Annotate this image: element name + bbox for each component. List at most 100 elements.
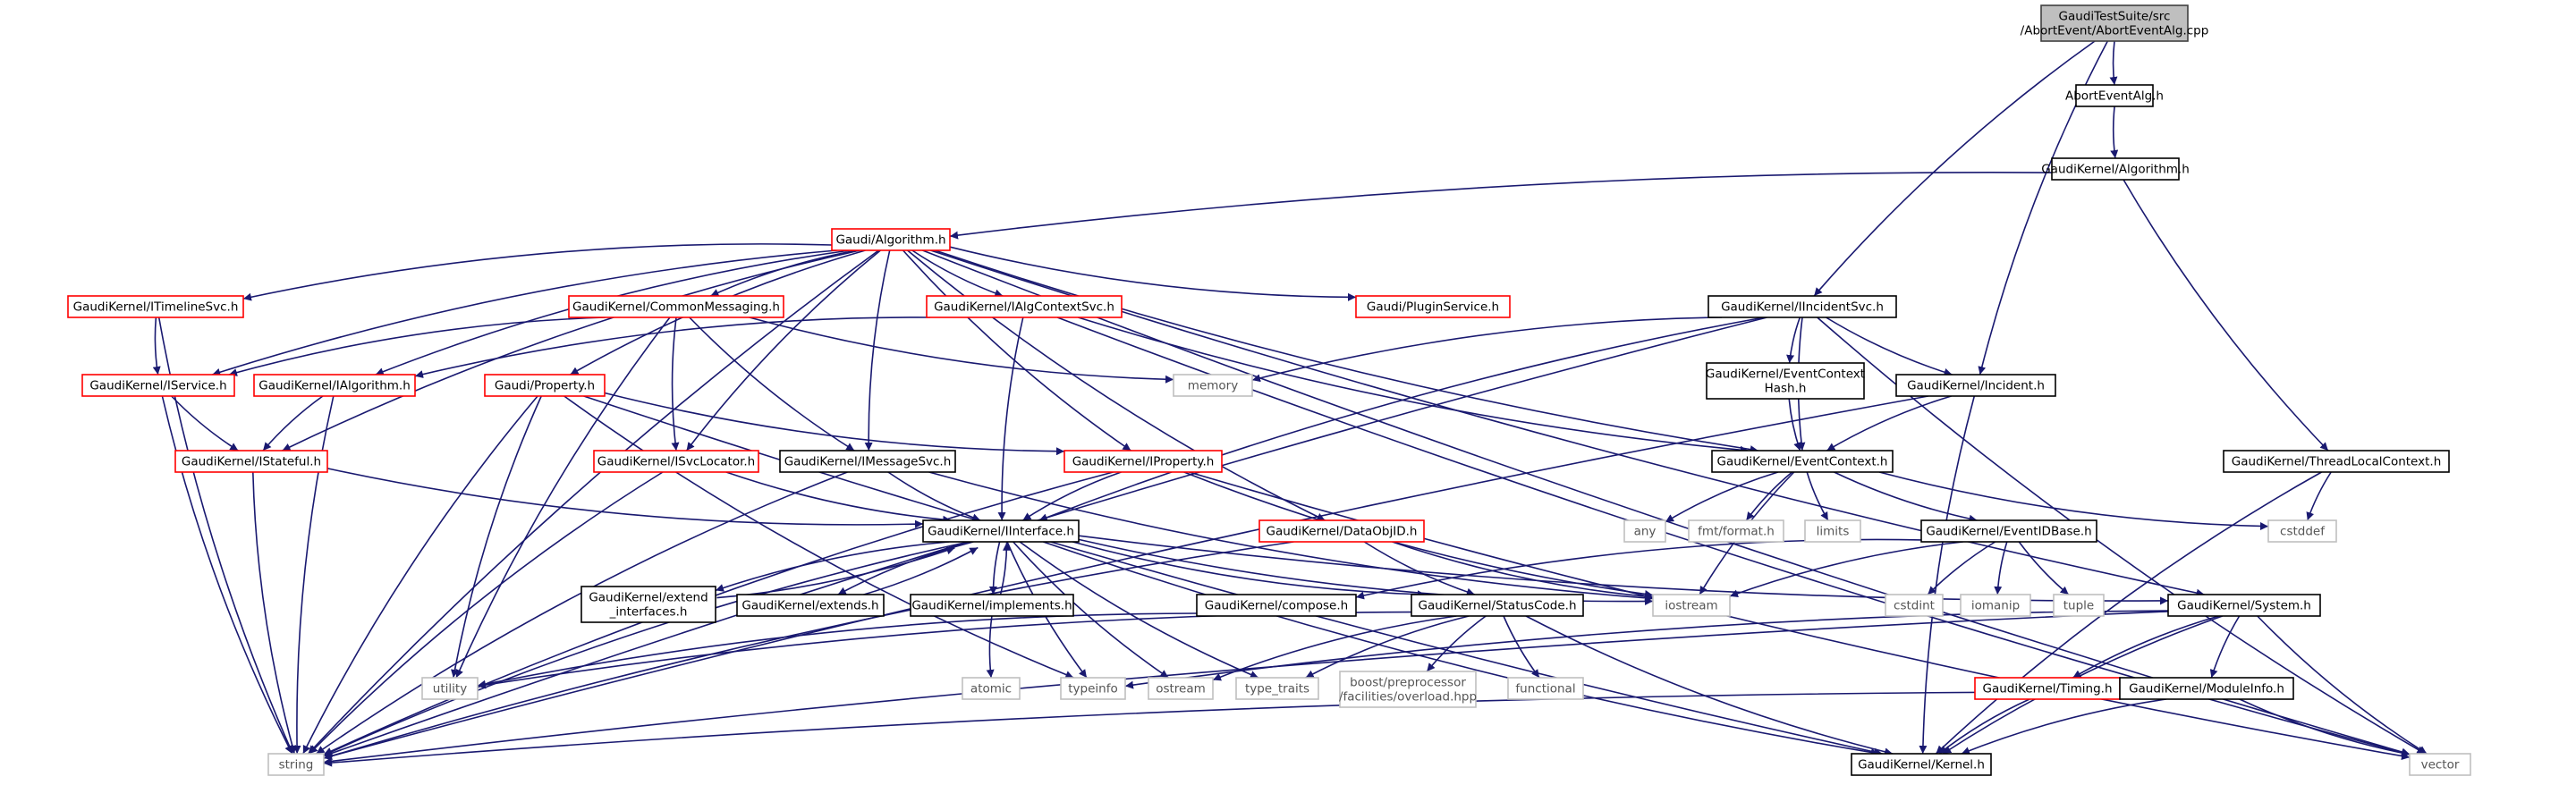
node-statuscode[interactable]: GaudiKernel/StatusCode.h — [1411, 594, 1584, 617]
edge-property-to-typeinfo — [564, 395, 1074, 679]
node-system[interactable]: GaudiKernel/System.h — [2167, 594, 2321, 617]
node-box-extends[interactable] — [736, 594, 885, 617]
edge-moduleinfo-to-vector — [2239, 698, 2411, 757]
edge-isvcloc-to-string — [309, 471, 664, 755]
node-box-iincident[interactable] — [1707, 295, 1897, 318]
node-moduleinfo[interactable]: GaudiKernel/ModuleInfo.h — [2119, 677, 2294, 700]
node-iinterface[interactable]: GaudiKernel/IInterface.h — [922, 519, 1080, 543]
edge-system-to-timing — [2072, 615, 2219, 679]
node-box-tlctx[interactable] — [2223, 450, 2450, 473]
edge-extendif-to-iinterface — [716, 546, 955, 599]
edge-property-to-string — [302, 395, 538, 755]
node-box-statuscode[interactable] — [1411, 594, 1584, 617]
node-label-evctxhash: Hash.h — [1765, 382, 1807, 396]
node-box-iinterface[interactable] — [922, 519, 1080, 543]
node-box-istateful[interactable] — [174, 450, 328, 473]
node-dataobjid[interactable]: GaudiKernel/DataObjID.h — [1258, 519, 1425, 543]
node-istateful[interactable]: GaudiKernel/IStateful.h — [174, 450, 328, 473]
node-cstddef: cstddef — [2267, 519, 2337, 543]
node-box-aborth[interactable] — [2075, 84, 2154, 107]
node-box-galg[interactable] — [831, 228, 951, 251]
node-plugin[interactable]: Gaudi/PluginService.h — [1355, 295, 1511, 318]
node-compose[interactable]: GaudiKernel/compose.h — [1196, 594, 1357, 617]
node-box-iservice[interactable] — [81, 374, 235, 397]
node-extendif[interactable]: GaudiKernel/extend_interfaces.h — [580, 586, 716, 623]
edge-timing-to-kernel — [1938, 698, 2030, 755]
node-box-commsg[interactable] — [568, 295, 784, 318]
edge-evidbase-to-iostream — [1729, 541, 1963, 598]
node-ialgorithm[interactable]: GaudiKernel/IAlgorithm.h — [253, 374, 416, 397]
node-label-plugin: Gaudi/PluginService.h — [1367, 300, 1499, 315]
node-box-extendif[interactable] — [580, 586, 716, 623]
edge-evctx-to-limits — [1806, 471, 1829, 521]
edge-galg-to-timeline — [242, 243, 833, 301]
node-box-kernel[interactable] — [1851, 753, 1992, 776]
node-box-compose[interactable] — [1196, 594, 1357, 617]
node-box-evctx[interactable] — [1711, 450, 1894, 473]
node-extends[interactable]: GaudiKernel/extends.h — [736, 594, 885, 617]
node-box-iostream — [1652, 594, 1731, 617]
node-memory: memory — [1173, 374, 1253, 397]
node-box-iproperty[interactable] — [1063, 450, 1223, 473]
edge-imsgsvc-to-iostream — [928, 471, 1654, 603]
node-box-ialgorithm[interactable] — [253, 374, 416, 397]
node-box-moduleinfo[interactable] — [2119, 677, 2294, 700]
node-incident[interactable]: GaudiKernel/Incident.h — [1895, 374, 2056, 397]
node-box-ialgctx[interactable] — [926, 295, 1123, 318]
node-box-imsgsvc[interactable] — [779, 450, 956, 473]
node-evidbase[interactable]: GaudiKernel/EventIDBase.h — [1920, 519, 2097, 543]
node-iservice[interactable]: GaudiKernel/IService.h — [81, 374, 235, 397]
node-label-statuscode: GaudiKernel/StatusCode.h — [1419, 599, 1577, 613]
node-box-gkalg[interactable] — [2051, 157, 2180, 181]
node-kernel[interactable]: GaudiKernel/Kernel.h — [1851, 753, 1992, 776]
node-evctx[interactable]: GaudiKernel/EventContext.h — [1711, 450, 1894, 473]
node-imsgsvc[interactable]: GaudiKernel/IMessageSvc.h — [779, 450, 956, 473]
node-root[interactable]: GaudiTestSuite/src/AbortEvent/AbortEvent… — [2021, 4, 2209, 42]
node-box-evctxhash[interactable] — [1706, 362, 1865, 400]
node-box-timeline[interactable] — [67, 295, 244, 318]
edge-evctx-to-any — [1665, 471, 1779, 523]
node-box-dataobjid[interactable] — [1258, 519, 1425, 543]
node-label-boostpp: boost/preprocessor — [1350, 676, 1466, 690]
node-box-implements[interactable] — [910, 594, 1074, 617]
node-box-plugin[interactable] — [1355, 295, 1511, 318]
node-commsg[interactable]: GaudiKernel/CommonMessaging.h — [568, 295, 784, 318]
node-label-vector: vector — [2421, 758, 2460, 772]
node-tlctx[interactable]: GaudiKernel/ThreadLocalContext.h — [2223, 450, 2450, 473]
node-galg[interactable]: Gaudi/Algorithm.h — [831, 228, 951, 251]
node-box-isvcloc[interactable] — [593, 450, 759, 473]
edge-commsg-to-iservice — [228, 317, 606, 376]
node-box-functional — [1507, 677, 1584, 700]
edge-ialgorithm-to-string — [292, 395, 335, 755]
node-box-root[interactable] — [2040, 4, 2189, 42]
node-box-system[interactable] — [2167, 594, 2321, 617]
node-implements[interactable]: GaudiKernel/implements.h — [910, 594, 1074, 617]
edge-implements-to-iinterface — [999, 542, 1011, 595]
node-iincident[interactable]: GaudiKernel/IIncidentSvc.h — [1707, 295, 1897, 318]
node-timing[interactable]: GaudiKernel/Timing.h — [1974, 677, 2121, 700]
edge-iincident-to-string — [323, 317, 1767, 757]
node-label-gkalg: GaudiKernel/Algorithm.h — [2041, 163, 2190, 177]
node-box-property[interactable] — [484, 374, 606, 397]
node-label-tuple: tuple — [2063, 599, 2094, 613]
node-timeline[interactable]: GaudiKernel/ITimelineSvc.h — [67, 295, 244, 318]
node-label-string: string — [279, 758, 314, 772]
node-ialgctx[interactable]: GaudiKernel/IAlgContextSvc.h — [926, 295, 1123, 318]
node-label-system: GaudiKernel/System.h — [2177, 599, 2311, 613]
node-atomic: atomic — [962, 677, 1021, 700]
node-box-evidbase[interactable] — [1920, 519, 2097, 543]
edge-iproperty-to-iinterface — [1022, 471, 1122, 521]
node-label-cstdint: cstdint — [1894, 599, 1935, 613]
node-iproperty[interactable]: GaudiKernel/IProperty.h — [1063, 450, 1223, 473]
edge-iinterface-to-kernel — [1043, 541, 1879, 756]
node-isvcloc[interactable]: GaudiKernel/ISvcLocator.h — [593, 450, 759, 473]
edge-galg-to-iservice — [212, 249, 837, 376]
node-property[interactable]: Gaudi/Property.h — [484, 374, 606, 397]
node-box-incident[interactable] — [1895, 374, 2056, 397]
node-fmt: fmt/format.h — [1688, 519, 1784, 543]
edge-iinterface-to-implements — [988, 541, 1001, 595]
node-gkalg[interactable]: GaudiKernel/Algorithm.h — [2041, 157, 2190, 181]
node-aborth[interactable]: AbortEventAlg.h — [2065, 84, 2164, 107]
